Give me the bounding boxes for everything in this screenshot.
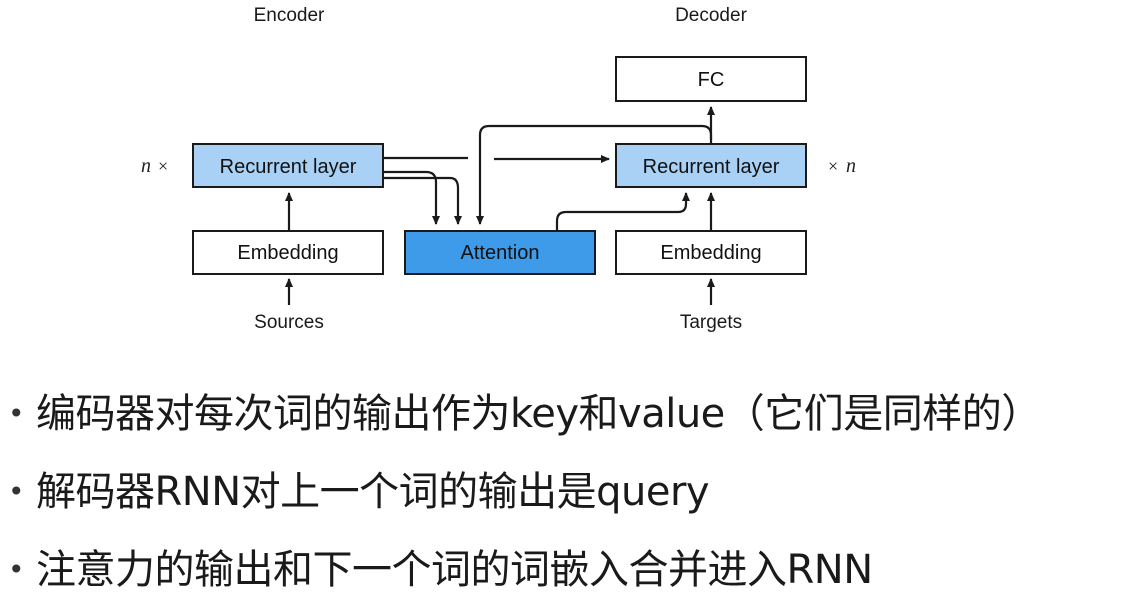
bullet-dot: • [8,397,25,430]
encoder-recurrent-box [192,143,384,188]
bullet-text: 解码器RNN对上一个词的输出是query [36,469,710,515]
encoder-embedding-label: Embedding [237,242,338,264]
sources-label: Sources [254,312,324,333]
attention-label: Attention [461,242,540,264]
bullet-item: • 注意力的输出和下一个词的词嵌入合并进入RNN [0,531,1121,609]
bullet-text: 编码器对每次词的输出作为key和value（它们是同样的） [36,391,1041,437]
arrow-attention-to-decoder [555,192,690,230]
bullet-text: 注意力的输出和下一个词的词嵌入合并进入RNN [36,547,873,593]
encoder-recurrent-label: Recurrent layer [220,156,357,178]
decoder-label: Decoder [675,5,747,26]
times-right-label: × [828,156,838,176]
bullet-item: • 解码器RNN对上一个词的输出是query [0,453,1121,531]
fc-box [615,56,807,102]
decoder-embedding-box [615,230,807,275]
decoder-recurrent-label: Recurrent layer [643,156,780,178]
arrows [285,106,715,305]
n-right-label: n [846,155,856,177]
times-left-label: × [158,156,168,176]
bullet-item: • 编码器对每次词的输出作为key和value（它们是同样的） [0,375,1121,453]
targets-label: Targets [680,312,742,333]
arrow-decoder-query-to-attention [476,124,713,225]
arrow-encoder-to-attention-2 [384,176,462,225]
bullet-list: • 编码器对每次词的输出作为key和value（它们是同样的） • 解码器RNN… [0,375,1121,609]
seq2seq-attention-diagram: Encoder Decoder FC Recurrent layer Recur… [141,5,856,333]
encoder-embedding-box [192,230,384,275]
bullet-dot: • [8,553,25,586]
arrow-encoder-to-attention-1 [384,170,440,225]
attention-box [404,230,596,275]
fc-label: FC [698,69,725,91]
bullet-dot: • [8,475,25,508]
n-left-label: n [141,155,151,177]
decoder-embedding-label: Embedding [660,242,761,264]
encoder-label: Encoder [254,5,325,26]
decoder-recurrent-box [615,143,807,188]
